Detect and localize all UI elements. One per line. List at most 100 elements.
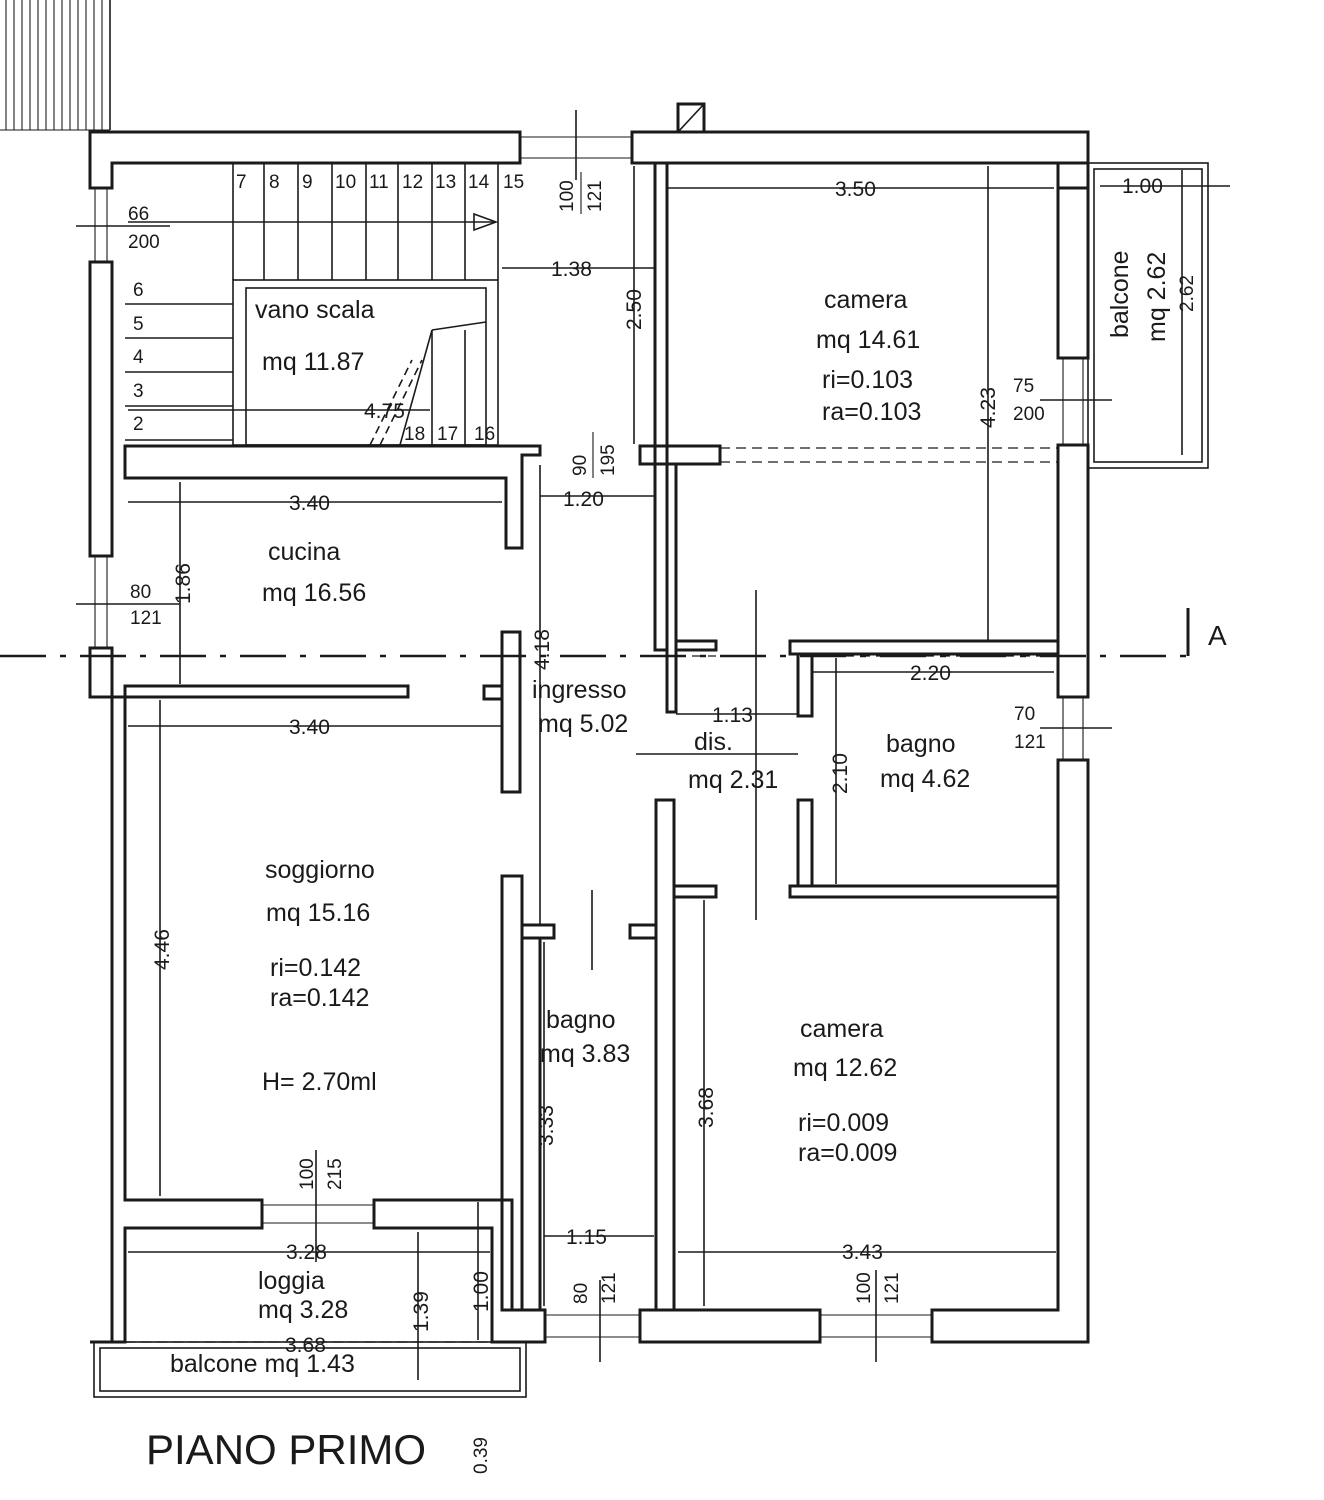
svg-text:1.00: 1.00: [1122, 175, 1163, 198]
svg-text:0.39: 0.39: [471, 1437, 492, 1474]
balconies: [93, 162, 1209, 1398]
room-ri-soggiorno: ri=0.142: [270, 954, 361, 982]
room-area-bagno-1: mq 4.62: [880, 765, 970, 793]
room-area-soggiorno: mq 15.16: [266, 899, 370, 927]
svg-text:1.00: 1.00: [470, 1271, 493, 1312]
svg-text:215: 215: [325, 1158, 346, 1190]
svg-text:4.23: 4.23: [977, 387, 1000, 428]
svg-text:16: 16: [474, 424, 495, 445]
room-name-dis: dis.: [694, 728, 733, 756]
dimension-values: 3.50 1.00 2.62 4.23 1.38 2.50 4.75 1.20 …: [151, 175, 1198, 1474]
room-ri-camera-1: ri=0.103: [822, 366, 913, 394]
svg-text:18: 18: [404, 424, 425, 445]
room-name-loggia: loggia: [258, 1267, 325, 1295]
svg-text:121: 121: [1014, 732, 1046, 753]
svg-text:3.40: 3.40: [289, 492, 330, 515]
svg-text:75: 75: [1013, 376, 1034, 397]
svg-text:1.20: 1.20: [563, 488, 604, 511]
svg-text:1.86: 1.86: [172, 563, 195, 604]
svg-text:2.20: 2.20: [910, 662, 951, 685]
room-name-vano-scala: vano scala: [255, 296, 375, 324]
svg-text:4.75: 4.75: [364, 400, 405, 423]
svg-text:121: 121: [882, 1272, 903, 1304]
room-name-cucina: cucina: [268, 538, 340, 566]
room-name-bagno-2: bagno: [546, 1006, 616, 1034]
room-name-camera-1: camera: [824, 286, 907, 314]
svg-text:1.38: 1.38: [551, 258, 592, 281]
svg-text:80: 80: [571, 1283, 592, 1304]
svg-text:3.68: 3.68: [695, 1087, 718, 1128]
room-ra-soggiorno: ra=0.142: [270, 984, 369, 1012]
staircase: [125, 164, 499, 446]
room-area-ingresso: mq 5.02: [538, 710, 628, 738]
room-area-camera-2: mq 12.62: [793, 1054, 897, 1082]
svg-text:1.13: 1.13: [712, 704, 753, 727]
svg-text:200: 200: [128, 232, 160, 253]
room-name-camera-2: camera: [800, 1015, 883, 1043]
svg-text:6: 6: [133, 280, 144, 301]
svg-text:3.40: 3.40: [289, 716, 330, 739]
chimney: [676, 102, 706, 134]
svg-text:4.46: 4.46: [151, 929, 174, 970]
svg-text:7: 7: [236, 172, 247, 193]
room-ra-camera-2: ra=0.009: [798, 1139, 897, 1167]
room-area-cucina: mq 16.56: [262, 579, 366, 607]
room-area-dis: mq 2.31: [688, 766, 778, 794]
svg-text:11: 11: [369, 172, 389, 193]
room-name-bagno-1: bagno: [886, 730, 956, 758]
svg-text:3.28: 3.28: [286, 1241, 327, 1264]
room-name-balcone-alto: balcone: [1106, 250, 1134, 338]
svg-text:200: 200: [1013, 404, 1045, 425]
svg-text:3: 3: [133, 381, 144, 402]
svg-text:2: 2: [133, 414, 144, 435]
svg-text:2.50: 2.50: [623, 289, 646, 330]
interior-walls: [123, 161, 1060, 1312]
svg-text:121: 121: [599, 1272, 620, 1304]
svg-text:100: 100: [557, 180, 578, 212]
room-area-balcone-alto: mq 2.62: [1143, 252, 1171, 342]
svg-text:121: 121: [585, 180, 606, 212]
svg-text:80: 80: [130, 582, 151, 603]
svg-text:9: 9: [302, 172, 313, 193]
svg-text:4: 4: [133, 347, 144, 368]
room-area-loggia: mq 3.28: [258, 1296, 348, 1324]
svg-text:8: 8: [269, 172, 280, 193]
svg-text:3.68: 3.68: [285, 1334, 326, 1357]
stair-numbers: 7 8 9 10 11 12 13 14 15 6 5 4 3 2 18 17 …: [133, 172, 524, 445]
room-area-vano-scala: mq 11.87: [262, 348, 364, 376]
svg-text:17: 17: [437, 424, 458, 445]
svg-text:3.43: 3.43: [842, 1241, 883, 1264]
svg-text:10: 10: [335, 172, 356, 193]
room-name-soggiorno: soggiorno: [265, 856, 375, 884]
svg-text:3.33: 3.33: [535, 1105, 558, 1146]
svg-text:1.15: 1.15: [566, 1226, 607, 1249]
room-ri-camera-2: ri=0.009: [798, 1109, 889, 1137]
svg-text:3.50: 3.50: [835, 178, 876, 201]
section-label: A: [1208, 620, 1227, 651]
svg-text:90: 90: [570, 455, 591, 476]
adjacent-hatch: [0, 0, 111, 131]
room-labels: vano scala mq 11.87 cucina mq 16.56 sogg…: [170, 250, 1171, 1378]
dimension-lines: [76, 110, 1230, 1380]
svg-text:5: 5: [133, 314, 144, 335]
room-area-camera-1: mq 14.61: [816, 326, 920, 354]
svg-text:70: 70: [1014, 704, 1035, 725]
svg-text:2.10: 2.10: [829, 753, 852, 794]
svg-text:66: 66: [128, 204, 149, 225]
svg-text:13: 13: [435, 172, 456, 193]
svg-text:121: 121: [130, 608, 162, 629]
room-area-bagno-2: mq 3.83: [540, 1040, 630, 1068]
windows: [94, 136, 1084, 1338]
svg-text:4.18: 4.18: [531, 629, 554, 670]
svg-text:14: 14: [468, 172, 490, 193]
opening-sizes: 100 121 66 200 90 195 75 200 80 121 70 1…: [128, 172, 1046, 1304]
svg-text:12: 12: [402, 172, 423, 193]
svg-text:100: 100: [297, 1158, 318, 1190]
svg-text:2.62: 2.62: [1177, 275, 1198, 312]
room-height-soggiorno: H= 2.70ml: [262, 1068, 377, 1096]
room-name-balcone-basso: balcone mq 1.43: [170, 1350, 355, 1378]
svg-text:15: 15: [503, 172, 524, 193]
svg-text:100: 100: [854, 1272, 875, 1304]
svg-text:1.39: 1.39: [410, 1291, 433, 1332]
